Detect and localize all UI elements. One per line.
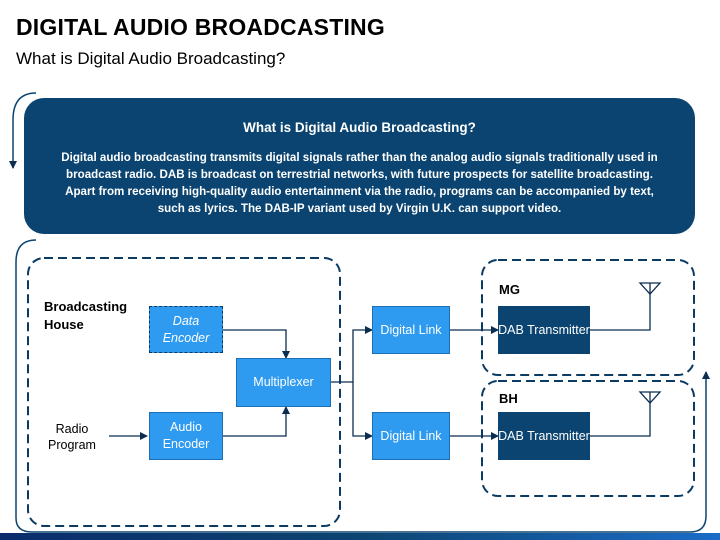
multiplexer-block: Multiplexer [236, 358, 331, 407]
dab-transmitter-bottom-label: DAB Transmitter [498, 428, 590, 443]
audio-encoder-label: Audio Encoder [162, 420, 210, 451]
footer-bar [0, 533, 720, 540]
audio-encoder-block: Audio Encoder [149, 412, 223, 460]
dab-transmitter-bottom-block: DAB Transmitter [498, 412, 590, 460]
site-bh-frame [481, 380, 695, 497]
info-body: Digital audio broadcasting transmits dig… [61, 151, 658, 215]
digital-link-bottom-block: Digital Link [372, 412, 450, 460]
page-title: DIGITAL AUDIO BROADCASTING [16, 14, 385, 40]
antenna-icon [638, 391, 662, 404]
loop-arrow-top-left [9, 92, 37, 169]
digital-link-top-label: Digital Link [380, 322, 442, 337]
radio-program-label: Radio Program [48, 422, 96, 452]
info-heading: What is Digital Audio Broadcasting? [243, 120, 476, 135]
dab-transmitter-top-label: DAB Transmitter [498, 322, 590, 337]
broadcasting-house-label: Broadcasting House [44, 299, 128, 332]
site-mg-label: MG [499, 282, 520, 297]
site-bh-label: BH [499, 391, 518, 406]
site-mg-frame [481, 259, 695, 376]
dab-transmitter-top-block: DAB Transmitter [498, 306, 590, 354]
info-panel: What is Digital Audio Broadcasting? Digi… [24, 98, 695, 234]
digital-link-top-block: Digital Link [372, 306, 450, 354]
multiplexer-label: Multiplexer [253, 375, 314, 389]
outer-frame [15, 239, 710, 533]
data-encoder-block: Data Encoder [149, 306, 223, 353]
page-subtitle: What is Digital Audio Broadcasting? [16, 49, 286, 68]
broadcasting-house-frame [27, 257, 341, 527]
data-encoder-label: Data Encoder [162, 313, 210, 345]
digital-link-bottom-label: Digital Link [380, 428, 442, 443]
antenna-icon [638, 282, 662, 295]
